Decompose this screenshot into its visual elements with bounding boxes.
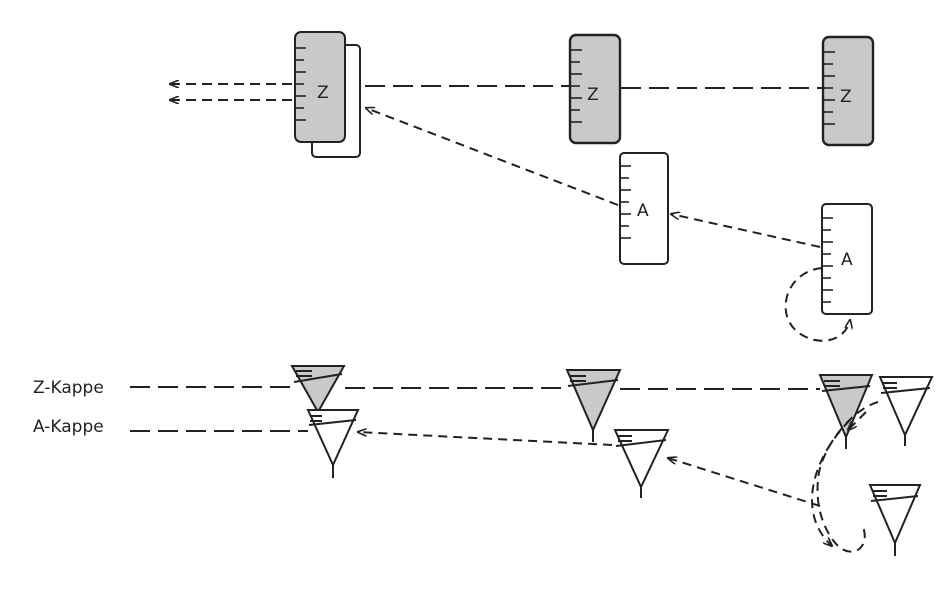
outgoing-arrows (170, 84, 292, 100)
z-box-right-label: Z (840, 87, 852, 107)
z-box-right: Z (821, 35, 875, 147)
a-cone-left (306, 409, 360, 478)
z-kappe-label: Z-Kappe (33, 378, 104, 398)
top-transfer-arrows (366, 108, 850, 342)
a-box-right: A (821, 203, 873, 315)
a-cone-middle (613, 429, 670, 498)
z-cone-white-right (878, 376, 934, 446)
z-cone-right (818, 374, 874, 449)
z-cone-left (290, 365, 346, 420)
z-box-left: Z (294, 31, 361, 158)
z-kappe-line (130, 386, 820, 390)
a-box-middle: A (619, 152, 669, 265)
a-box-right-label: A (841, 250, 853, 270)
a-kappe-label: A-Kappe (33, 417, 104, 437)
a-cone-right (868, 484, 922, 556)
z-line-top (365, 85, 824, 89)
z-cone-middle (565, 369, 622, 442)
a-box-middle-label: A (637, 201, 649, 221)
z-box-left-label: Z (317, 83, 329, 103)
z-box-middle-label: Z (587, 85, 599, 105)
z-box-middle: Z (568, 33, 622, 145)
bottom-transfer-arrows (358, 401, 879, 553)
